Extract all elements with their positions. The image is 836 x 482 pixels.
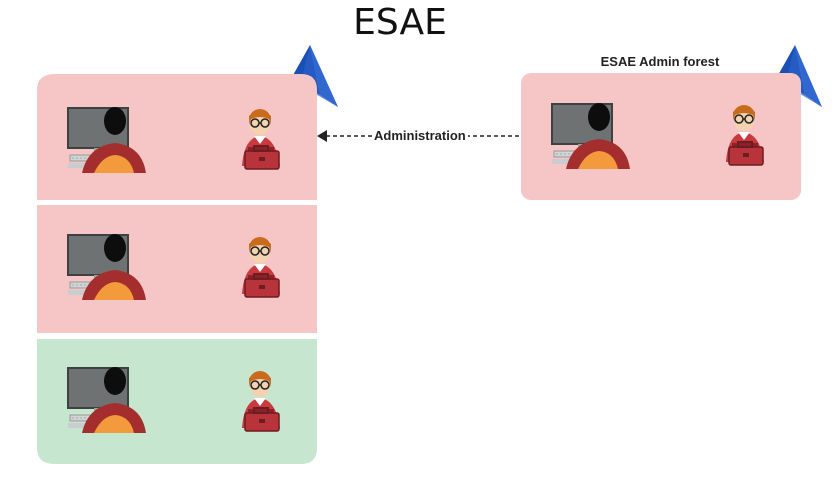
admin-toolbox-icon <box>241 236 281 298</box>
diagram-title: ESAE <box>353 2 447 43</box>
workstation-user-icon <box>551 102 631 170</box>
admin-toolbox-icon <box>725 104 765 166</box>
admin-toolbox-icon <box>241 370 281 432</box>
admin-toolbox-icon <box>241 108 281 170</box>
forest-label: ESAE Admin forest <box>600 54 720 69</box>
workstation-user-icon <box>67 366 147 434</box>
administration-label: Administration <box>372 128 468 143</box>
workstation-user-icon <box>67 106 147 174</box>
workstation-user-icon <box>67 233 147 301</box>
